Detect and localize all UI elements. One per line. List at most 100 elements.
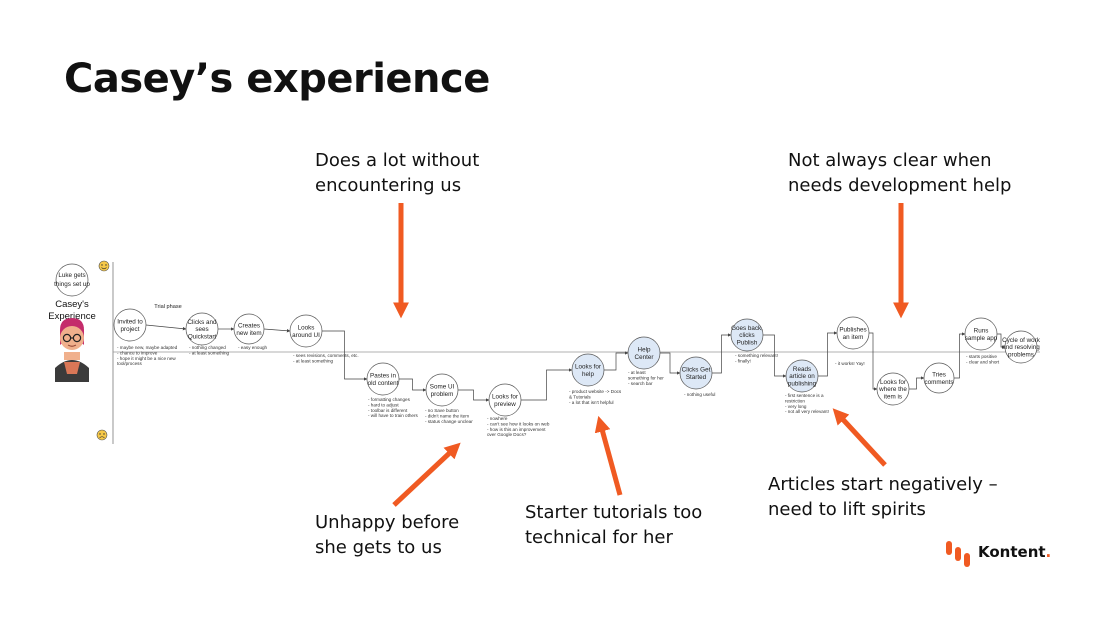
- step-label: Center: [635, 354, 654, 361]
- step-circle: [730, 318, 764, 352]
- step-circle: [425, 373, 459, 407]
- step-note: - first sentence is a: [785, 393, 824, 398]
- callout-does-a-lot: Does a lot without encountering us: [315, 148, 479, 198]
- frown-emoji-icon: [96, 429, 108, 441]
- start-bubble-line: things set up: [54, 281, 90, 288]
- persona-name-line: Experience: [48, 311, 96, 322]
- step-note: - maybe new, maybe adapted: [117, 345, 178, 350]
- kontent-logo: Kontent.: [944, 537, 1054, 571]
- arrow-up-unhappy: [392, 442, 461, 507]
- step-note: - search bar: [628, 381, 653, 386]
- step-label: publishing: [788, 380, 817, 387]
- start-bubble: Luke gets things set up: [54, 263, 90, 297]
- step-note: - product website -> Docs: [569, 389, 622, 394]
- flow-edge: [145, 324, 187, 331]
- flow-edge: [458, 389, 490, 402]
- step-label: Goes back,: [731, 325, 763, 332]
- step-note: - finally!: [735, 358, 751, 363]
- step-note: - toolbar is different: [368, 408, 408, 413]
- step-note: - easy enough: [238, 345, 268, 350]
- step-circle: [289, 314, 323, 348]
- step-label: Quickstart: [188, 333, 217, 340]
- step-label: Publish: [737, 339, 758, 346]
- step-label: Looks for: [575, 364, 601, 371]
- step-note: - nowhere: [487, 416, 508, 421]
- step-label: Tries: [932, 372, 946, 379]
- step-label: sample app: [965, 335, 998, 342]
- step-label: Creates: [238, 323, 260, 330]
- step-label: old content: [368, 380, 399, 387]
- step-note: - sees revisions, comments, etc.: [293, 353, 359, 358]
- step-note: - can't see how it looks on web: [487, 421, 550, 426]
- step-label: comments: [924, 379, 953, 386]
- step-note: - will have to train others: [368, 413, 418, 418]
- step-note: - hard to adjust: [368, 402, 399, 407]
- callout-line: needs development help: [788, 175, 1012, 196]
- step-label: help: [582, 371, 594, 378]
- step-label: Looks for: [492, 394, 518, 401]
- flow-edge: [399, 378, 427, 392]
- step-note: - chance to improve: [117, 350, 158, 355]
- step-note: - at least: [628, 370, 646, 375]
- step-label: and resolving: [1002, 344, 1040, 351]
- step-circle: [627, 336, 661, 370]
- persona-avatar-icon: [55, 318, 89, 382]
- step-note: - status change unclear: [425, 419, 473, 424]
- step-note: - clear and short: [966, 359, 1000, 364]
- step-note: - nothing useful: [684, 392, 715, 397]
- step-note: - starts positive: [966, 354, 997, 359]
- callout-unhappy: Unhappy before she gets to us: [315, 510, 459, 560]
- flow-edge: [604, 351, 629, 371]
- step-circle: [876, 372, 910, 406]
- step-note: - at least something: [293, 358, 334, 363]
- step-circle: [964, 317, 998, 351]
- step-label: Help: [638, 347, 651, 354]
- kontent-logo-text: Kontent.: [978, 543, 1051, 561]
- step-note: - no Save button: [425, 408, 459, 413]
- flow-edge: [263, 328, 291, 333]
- step-note: - not all very relevant!: [785, 409, 829, 414]
- callout-development-help: Not always clear when needs development …: [788, 148, 1011, 198]
- step-note: - at least something: [189, 350, 230, 355]
- step-label: Looks: [298, 325, 315, 332]
- step-label: problems: [1008, 351, 1034, 358]
- step-label: new item: [236, 330, 261, 337]
- step-label: problem: [431, 391, 454, 398]
- step-label: around UI: [292, 332, 320, 339]
- step-note: - nothing changed: [189, 345, 226, 350]
- callout-line: technical for her: [525, 527, 673, 548]
- step-note: over Google Docs?: [487, 432, 527, 437]
- step-label: Cycle of work: [1002, 337, 1041, 344]
- step-note: - hope it might be a nice new: [117, 356, 176, 361]
- callout-line: Does a lot without: [315, 150, 480, 171]
- step-label: where the: [878, 386, 907, 393]
- flow-edge: [660, 352, 681, 375]
- step-label: sees: [195, 326, 208, 333]
- step-circle: [571, 353, 605, 387]
- flow-edge: [954, 332, 966, 379]
- step-note: - how is this an improvement: [487, 427, 546, 432]
- flow-edge: [997, 333, 1006, 349]
- step-label: preview: [494, 401, 516, 408]
- step-label: Some UI: [430, 384, 455, 391]
- callout-arrows: [392, 203, 910, 507]
- callout-line: Articles start negatively –: [768, 474, 998, 495]
- callout-line: she gets to us: [315, 537, 442, 558]
- persona-name-line: Casey's: [55, 299, 89, 310]
- flow-edge: [869, 332, 878, 391]
- phase-label: Trial phase: [154, 304, 181, 310]
- callout-line: Not always clear when: [788, 150, 992, 171]
- arrow-up-articles: [832, 408, 887, 467]
